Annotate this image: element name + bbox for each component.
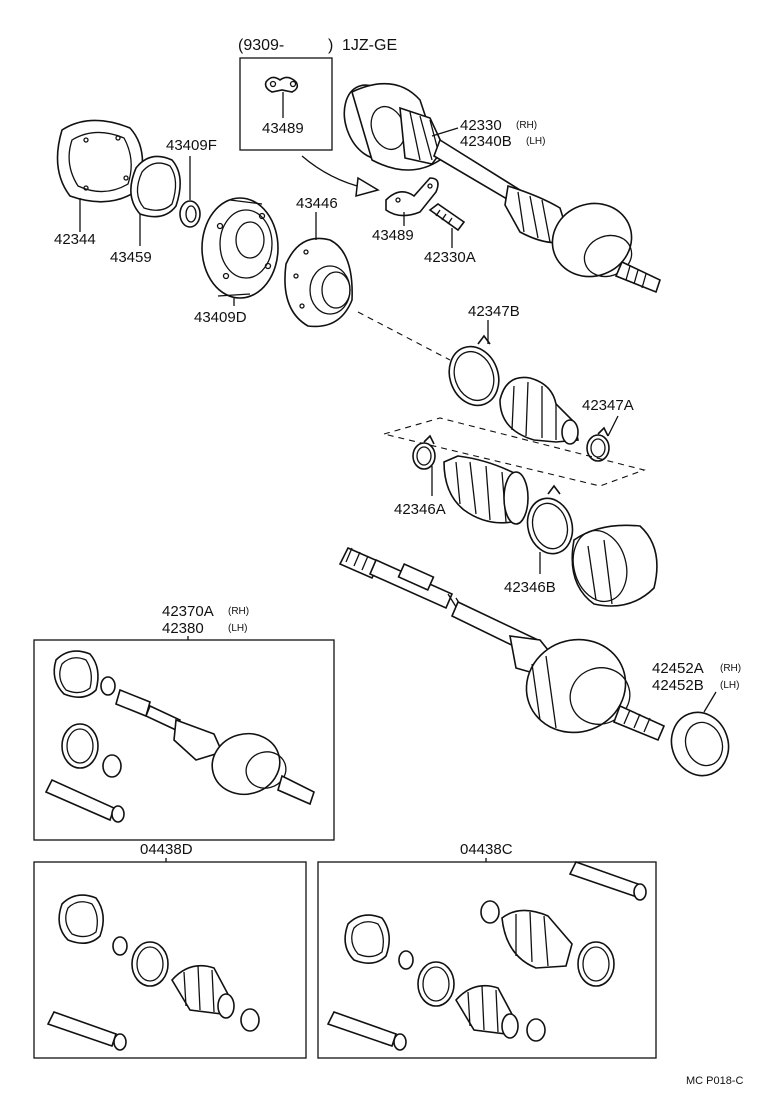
clip-43489[interactable] <box>385 177 439 217</box>
label-42340B: 42340B <box>460 133 512 150</box>
label-42452A-side: (RH) <box>720 663 741 674</box>
label-42330-side: (RH) <box>516 120 537 131</box>
header-date-range: (9309- <box>238 37 284 54</box>
bolt-42330A[interactable] <box>428 203 466 232</box>
label-04438C: 04438C <box>460 841 513 858</box>
flange-43446[interactable] <box>284 237 353 328</box>
label-42347A: 42347A <box>582 397 634 414</box>
drive-shaft-main[interactable] <box>338 546 666 746</box>
kit-04438D-contents[interactable] <box>46 894 260 1051</box>
label-42380: 42380 <box>162 620 204 637</box>
kit-04438C-contents[interactable] <box>326 861 647 1051</box>
clamp-42346A[interactable] <box>412 434 436 470</box>
clip-icon-top[interactable] <box>264 76 299 93</box>
label-42452B: 42452B <box>652 677 704 694</box>
figure-code: MC P018-C <box>686 1075 744 1087</box>
inset-box-43489 <box>239 57 333 151</box>
kit-box-42370A <box>33 639 335 841</box>
label-42380-side: (LH) <box>228 623 247 634</box>
label-04438D: 04438D <box>140 841 193 858</box>
drive-shaft-assembly-top[interactable] <box>335 77 661 294</box>
arrow-icon <box>301 155 380 198</box>
kit-42370A-contents[interactable] <box>44 650 315 823</box>
label-43459: 43459 <box>110 249 152 266</box>
header-engine: 1JZ-GE <box>342 37 397 54</box>
clamp-42347A[interactable] <box>586 426 610 462</box>
label-43489-top: 43489 <box>262 120 304 137</box>
gasket-43459[interactable] <box>130 155 181 218</box>
label-43446: 43446 <box>296 195 338 212</box>
kit-box-04438D <box>33 861 307 1059</box>
flange-43409D[interactable] <box>201 197 279 299</box>
kit-box-04438C <box>317 861 657 1059</box>
boot-lower[interactable] <box>443 455 529 525</box>
snap-ring-43409F[interactable] <box>179 200 201 228</box>
label-42340B-side: (LH) <box>526 136 545 147</box>
label-42370A: 42370A <box>162 603 214 620</box>
outer-joint-cup[interactable] <box>566 524 658 607</box>
header-date-close: ) <box>328 37 333 54</box>
clamp-42347B[interactable] <box>441 334 507 412</box>
kit-outline-dashed <box>381 417 646 487</box>
dust-cover-42344[interactable] <box>56 119 144 203</box>
label-43489: 43489 <box>372 227 414 244</box>
label-43409D: 43409D <box>194 309 247 326</box>
label-42452B-side: (LH) <box>720 680 739 691</box>
label-43409F: 43409F <box>166 137 217 154</box>
clamp-42346B[interactable] <box>522 484 579 559</box>
alignment-line <box>357 311 451 361</box>
label-42347B: 42347B <box>468 303 520 320</box>
label-42330A: 42330A <box>424 249 476 266</box>
seal-42452[interactable] <box>663 704 738 783</box>
boot-upper[interactable] <box>499 376 579 445</box>
label-42346A: 42346A <box>394 501 446 518</box>
label-42346B: 42346B <box>504 579 556 596</box>
label-42344: 42344 <box>54 231 96 248</box>
label-42370A-side: (RH) <box>228 606 249 617</box>
label-42452A: 42452A <box>652 660 704 677</box>
label-42330: 42330 <box>460 117 502 134</box>
